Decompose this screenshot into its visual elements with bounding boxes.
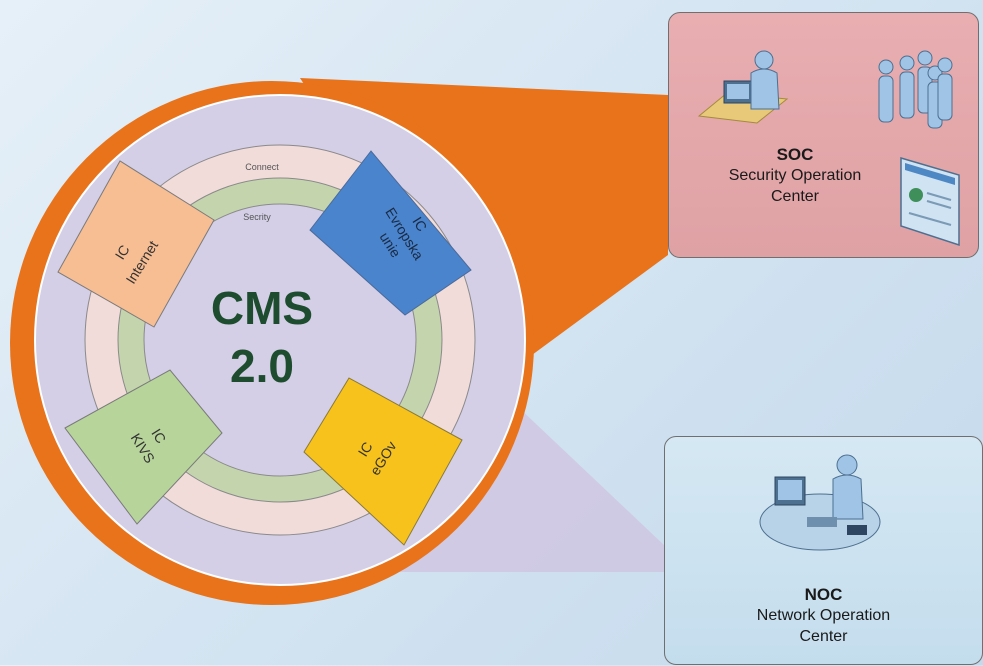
noc-label: NOC Network Operation Center bbox=[665, 585, 982, 647]
sector-kivs: IC KIVS bbox=[64, 369, 223, 525]
sector-egov: IC eGOv bbox=[303, 377, 463, 546]
noc-box: NOC Network Operation Center bbox=[664, 436, 983, 665]
soc-line2: Center bbox=[770, 188, 820, 205]
noc-title: NOC bbox=[804, 585, 843, 604]
soc-box: SOC Security Operation Center bbox=[668, 12, 979, 258]
cms-version: 2.0 bbox=[230, 340, 294, 392]
dashboard-screen-icon bbox=[900, 156, 960, 247]
team-group-icon bbox=[878, 50, 953, 129]
connect-label: Connect bbox=[245, 162, 279, 172]
soc-line1: Security Operation bbox=[728, 167, 862, 184]
security-operator-icon bbox=[697, 50, 789, 124]
noc-line2: Center bbox=[799, 628, 848, 645]
cms-title: CMS bbox=[211, 282, 313, 334]
soc-label: SOC Security Operation Center bbox=[689, 145, 901, 207]
soc-title: SOC bbox=[776, 145, 814, 164]
noc-line1: Network Operation bbox=[756, 607, 891, 624]
sector-evropska: IC Evropska unie bbox=[309, 150, 472, 316]
noc-illustrations bbox=[759, 454, 881, 551]
soc-illustrations bbox=[697, 50, 960, 247]
sector-internet: IC Internet bbox=[57, 160, 215, 328]
network-operator-icon bbox=[759, 454, 881, 551]
secrity-label: Secrity bbox=[243, 212, 271, 222]
